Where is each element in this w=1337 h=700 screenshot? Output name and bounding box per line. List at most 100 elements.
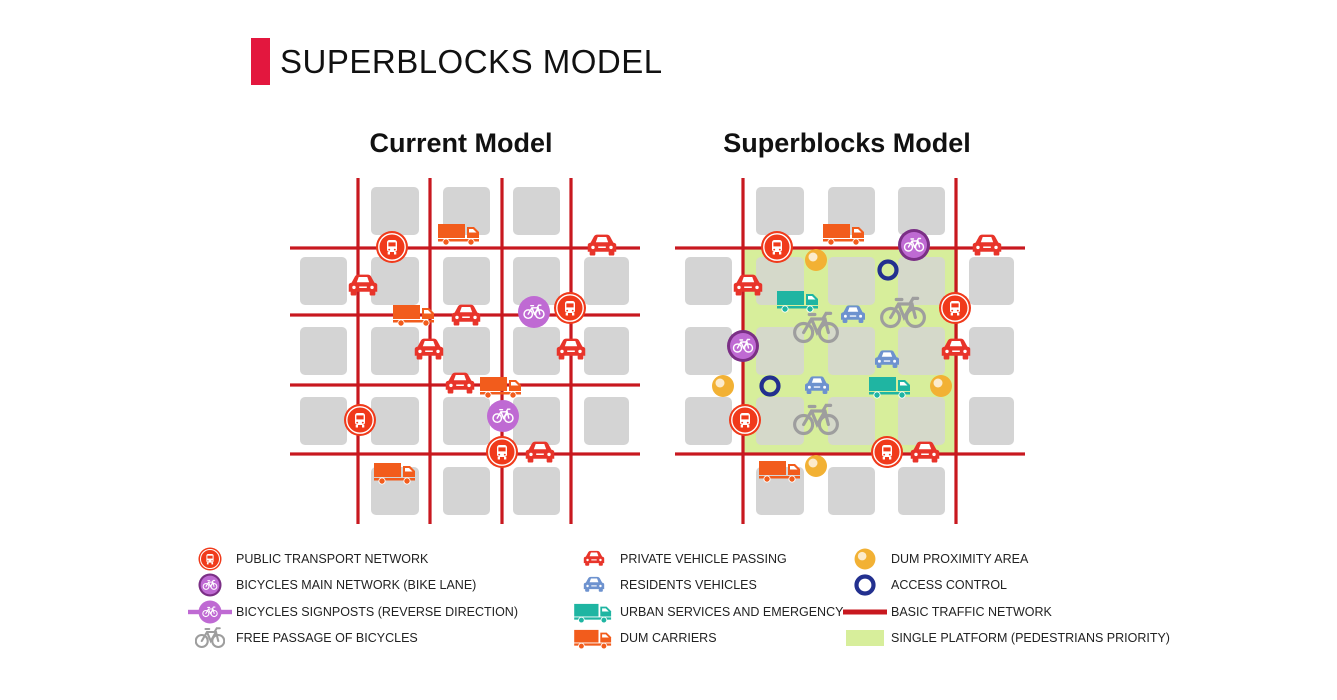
legend-item-bike-signposts: BICYCLES SIGNPOSTS (REVERSE DIRECTION) (188, 599, 518, 625)
legend-item-private-vehicle: PRIVATE VEHICLE PASSING (572, 546, 787, 572)
legend-item-single-platform: SINGLE PLATFORM (PEDESTRIANS PRIORITY) (843, 625, 1170, 651)
current-city-block (584, 397, 629, 445)
private-car-icon (572, 546, 616, 572)
private-car-icon (414, 338, 444, 360)
urban-truck-icon (869, 377, 910, 399)
super-city-block (685, 257, 732, 305)
legend-item-dum-carriers: DUM CARRIERS (572, 625, 717, 651)
platform-icon (843, 625, 887, 651)
legend-label: PRIVATE VEHICLE PASSING (620, 552, 787, 566)
bus-icon (939, 292, 971, 324)
traffic-line-icon (843, 599, 887, 625)
current-city-block (584, 327, 629, 375)
legend-label: PUBLIC TRANSPORT NETWORK (236, 552, 429, 566)
bus-icon (761, 231, 793, 263)
bus-icon (376, 231, 408, 263)
super-road-horizontal (675, 246, 1025, 250)
super-city-block (898, 187, 945, 235)
current-model-diagram (290, 178, 640, 524)
super-city-block (828, 397, 875, 445)
dum-truck-icon (823, 224, 864, 246)
legend-item-basic-traffic: BASIC TRAFFIC NETWORK (843, 599, 1052, 625)
super-city-block (828, 467, 875, 515)
super-city-block (969, 257, 1014, 305)
legend-label: DUM CARRIERS (620, 631, 717, 645)
dum-area-icon (805, 249, 827, 271)
super-city-block (898, 327, 945, 375)
current-city-block (300, 397, 347, 445)
private-car-icon (910, 441, 940, 463)
super-city-block (898, 397, 945, 445)
dum-truck-icon (572, 625, 616, 651)
bike-free-icon (793, 403, 839, 436)
bike-free-icon (793, 311, 839, 344)
dum-truck-icon (374, 463, 415, 485)
urban-truck-icon (777, 291, 818, 313)
super-city-block (756, 327, 804, 375)
super-city-block (828, 187, 875, 235)
current-city-block (513, 257, 560, 305)
superblocks-model-diagram (675, 178, 1025, 524)
legend-item-dum-proximity: DUM PROXIMITY AREA (843, 546, 1028, 572)
bike-free-icon (880, 296, 926, 329)
legend-label: DUM PROXIMITY AREA (891, 552, 1029, 566)
bike-free-icon (188, 625, 232, 651)
legend-label: FREE PASSAGE OF BICYCLES (236, 631, 418, 645)
current-road-vertical (356, 178, 360, 524)
private-car-icon (556, 338, 586, 360)
private-car-icon (451, 304, 481, 326)
current-city-block (443, 257, 490, 305)
bike-signpost-icon (188, 599, 232, 625)
legend-item-public-transport: PUBLIC TRANSPORT NETWORK (188, 546, 428, 572)
private-car-icon (941, 338, 971, 360)
access-control-icon (877, 259, 899, 281)
current-city-block (443, 187, 490, 235)
access-control-icon (843, 572, 887, 598)
current-city-block (443, 397, 490, 445)
private-car-icon (445, 372, 475, 394)
access-control-icon (759, 375, 781, 397)
legend: PUBLIC TRANSPORT NETWORK BICYCLES MAIN N… (0, 540, 1337, 670)
private-car-icon (972, 234, 1002, 256)
current-city-block (371, 187, 419, 235)
dum-area-icon (930, 375, 952, 397)
resident-car-icon (572, 572, 616, 598)
private-car-icon (587, 234, 617, 256)
current-road-horizontal (290, 452, 640, 456)
super-road-horizontal (675, 452, 1025, 456)
title-accent-bar (251, 38, 270, 85)
current-city-block (300, 327, 347, 375)
super-city-block (685, 327, 732, 375)
legend-label: URBAN SERVICES AND EMERGENCY (620, 605, 844, 619)
legend-label: ACCESS CONTROL (891, 578, 1007, 592)
legend-item-bike-main: BICYCLES MAIN NETWORK (BIKE LANE) (188, 572, 476, 598)
bike-main-icon (188, 572, 232, 598)
dum-area-icon (805, 455, 827, 477)
current-road-horizontal (290, 246, 640, 250)
legend-item-access-control: ACCESS CONTROL (843, 572, 1007, 598)
super-city-block (756, 187, 804, 235)
legend-item-free-bikes: FREE PASSAGE OF BICYCLES (188, 625, 418, 651)
bike-signpost-icon (487, 400, 519, 432)
current-city-block (513, 397, 560, 445)
private-car-icon (733, 274, 763, 296)
current-city-block (513, 187, 560, 235)
legend-label: BICYCLES MAIN NETWORK (BIKE LANE) (236, 578, 477, 592)
legend-label: SINGLE PLATFORM (PEDESTRIANS PRIORITY) (891, 631, 1170, 645)
current-city-block (371, 257, 419, 305)
super-city-block (685, 397, 732, 445)
legend-label: RESIDENTS VEHICLES (620, 578, 757, 592)
super-city-block (898, 467, 945, 515)
bus-icon (188, 546, 232, 572)
dum-area-icon (712, 375, 734, 397)
current-city-block (443, 327, 490, 375)
dum-area-icon (843, 546, 887, 572)
current-city-block (443, 467, 490, 515)
superblocks-model-title: Superblocks Model (723, 128, 971, 158)
current-model-title: Current Model (369, 128, 553, 158)
super-city-block (898, 257, 945, 305)
legend-label: BASIC TRAFFIC NETWORK (891, 605, 1052, 619)
bus-icon (486, 436, 518, 468)
bus-icon (871, 436, 903, 468)
super-city-block (969, 327, 1014, 375)
